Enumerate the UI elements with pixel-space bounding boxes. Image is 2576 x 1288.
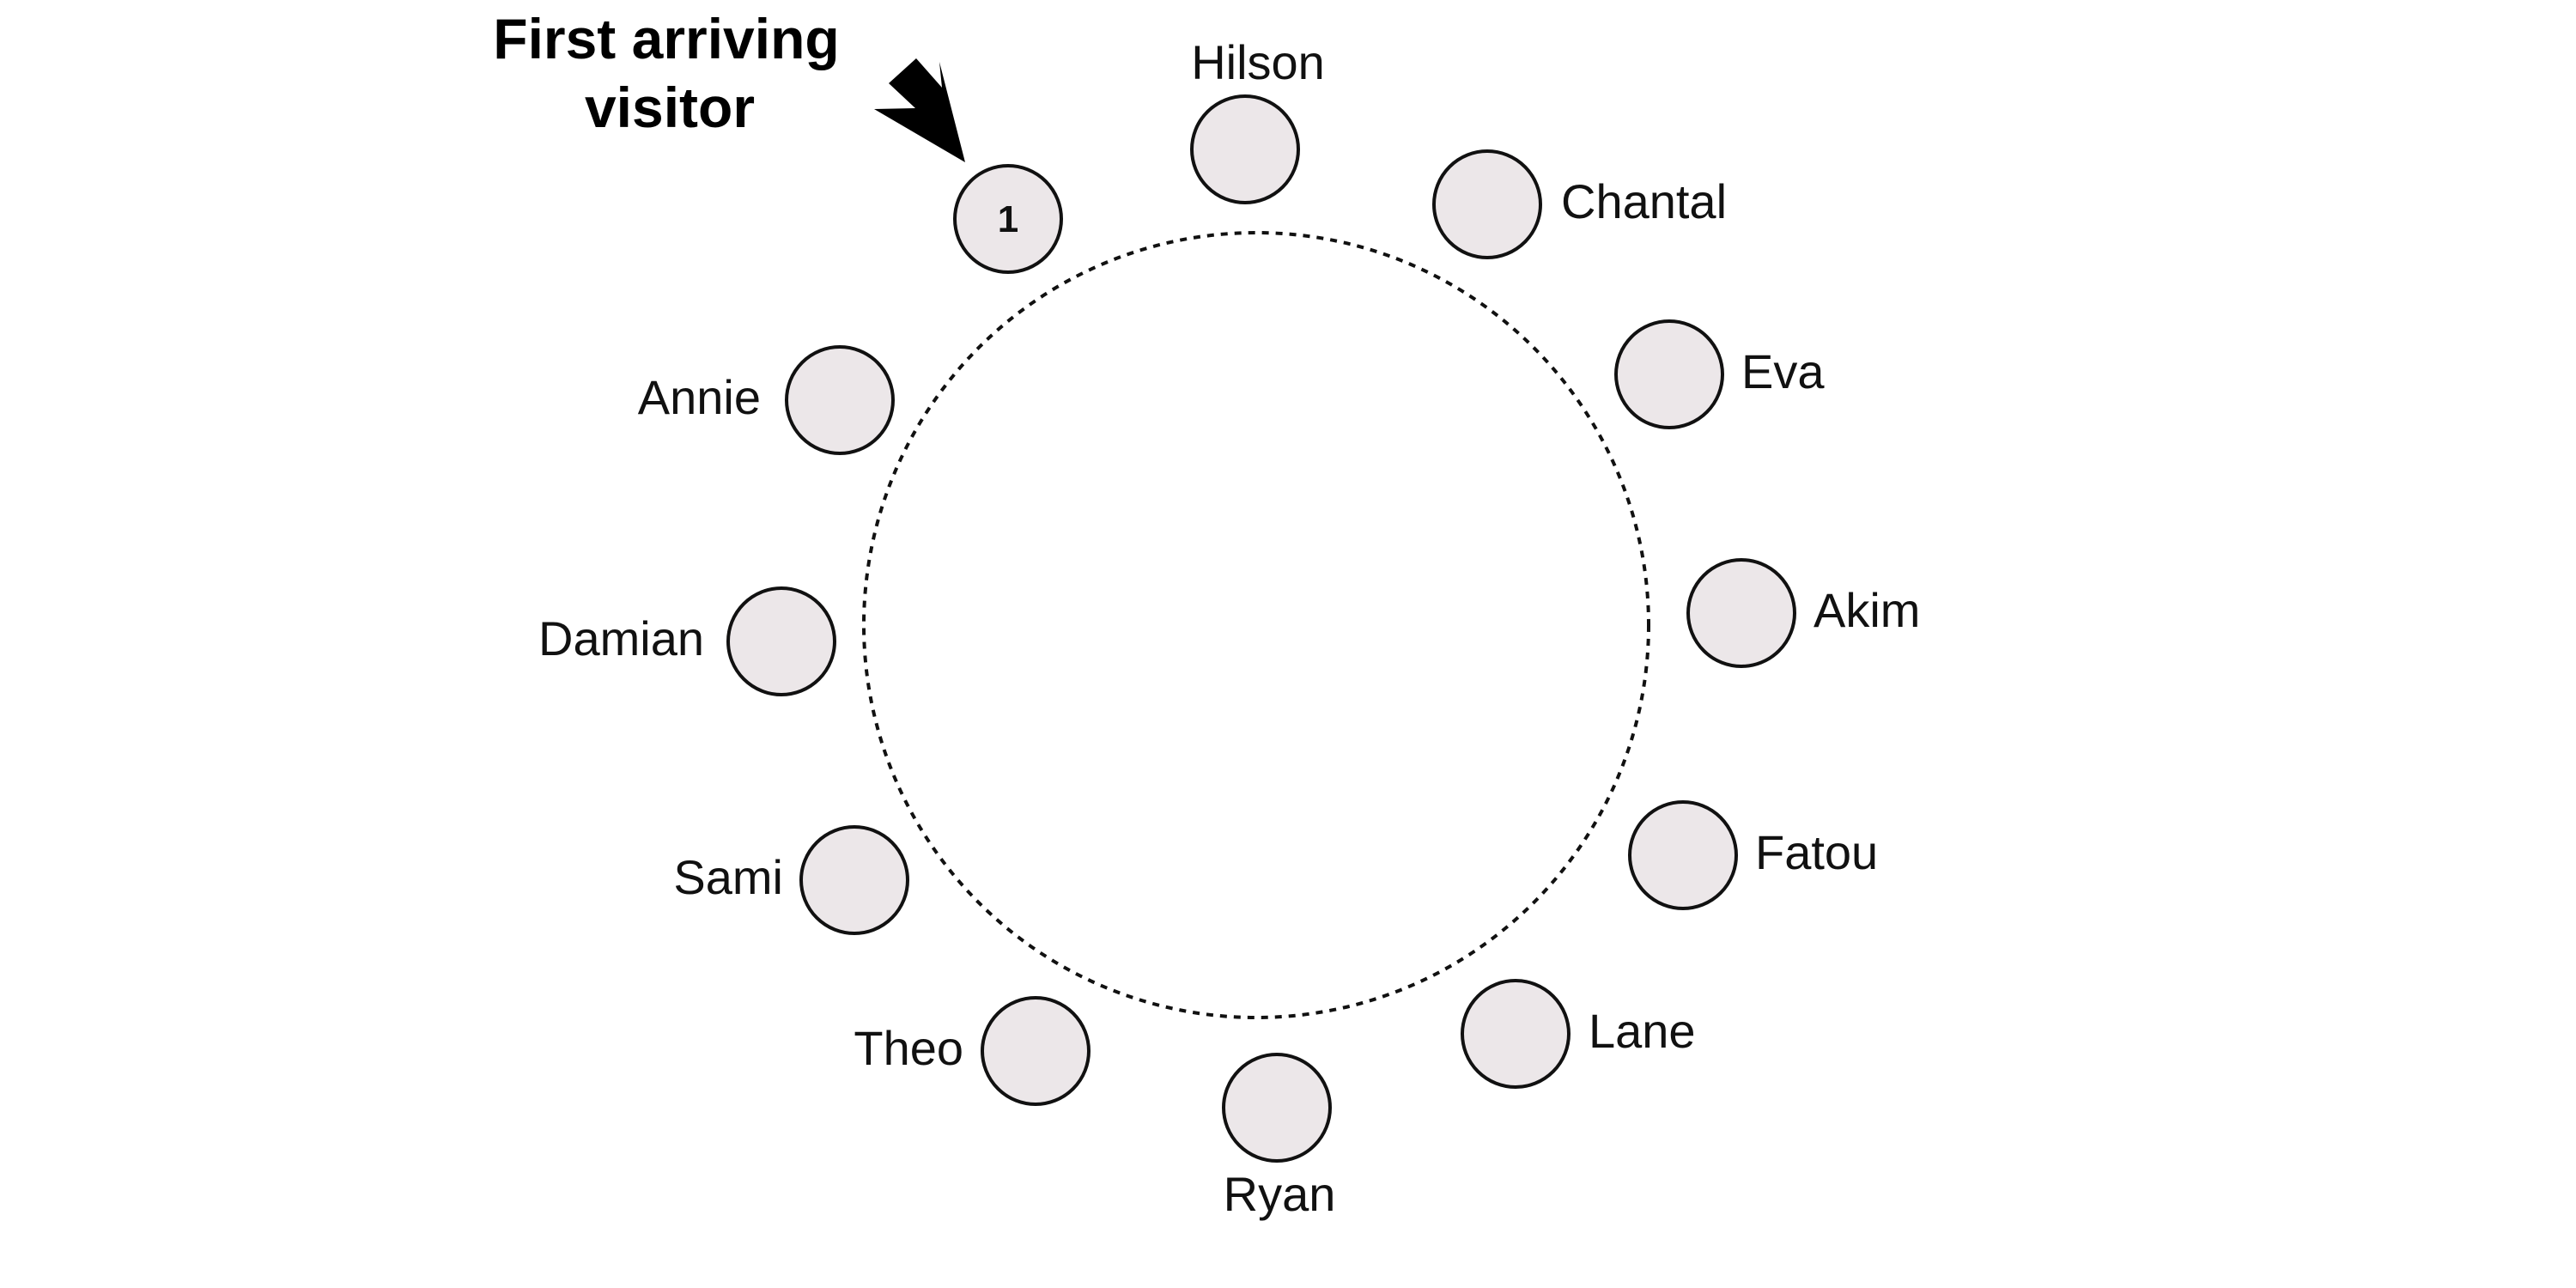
seat-circle xyxy=(726,586,836,696)
seat: Fatou xyxy=(1628,800,1878,910)
annotation-line-1: First arriving xyxy=(493,7,839,70)
seat: Lane xyxy=(1461,979,1696,1089)
seat-circle xyxy=(981,996,1091,1106)
seat-number: 1 xyxy=(998,198,1018,240)
seat: 1 xyxy=(953,164,1063,274)
seat-circle xyxy=(953,164,1063,274)
seat-circle xyxy=(799,825,909,935)
seat: Sami xyxy=(673,825,909,935)
seat-name-label: Akim xyxy=(1814,583,1920,637)
seat: Akim xyxy=(1686,558,1920,668)
seat-name-label: Lane xyxy=(1589,1004,1696,1058)
seat-name-label: Fatou xyxy=(1755,825,1878,879)
annotation-line-2: visitor xyxy=(585,76,755,139)
seat-name-label: Ryan xyxy=(1224,1167,1336,1221)
seat-circle xyxy=(785,345,895,455)
seat: Theo xyxy=(854,996,1091,1106)
seat-circle xyxy=(1222,1053,1332,1163)
seat-circle xyxy=(1686,558,1796,668)
seat-name-label: Annie xyxy=(638,370,761,424)
seat: Eva xyxy=(1614,319,1825,429)
seat-name-label: Eva xyxy=(1741,344,1825,398)
seat-name-label: Chantal xyxy=(1561,174,1727,228)
seat-name-label: Hilson xyxy=(1191,35,1325,89)
seat: Chantal xyxy=(1432,149,1727,259)
seat: Damian xyxy=(538,586,836,696)
seat-circle xyxy=(1628,800,1738,910)
seat-circle xyxy=(1432,149,1542,259)
seat: Annie xyxy=(638,345,895,455)
seat-name-label: Sami xyxy=(673,850,783,904)
seat-name-label: Damian xyxy=(538,611,704,665)
seat: Hilson xyxy=(1190,35,1325,204)
seat-circle xyxy=(1614,319,1724,429)
seat-circle xyxy=(1461,979,1571,1089)
seat: Ryan xyxy=(1222,1053,1336,1221)
seat-name-label: Theo xyxy=(854,1021,963,1075)
round-table-outline xyxy=(862,231,1650,1019)
arrow-down-right-icon xyxy=(874,58,965,162)
seat-circle xyxy=(1190,94,1300,204)
